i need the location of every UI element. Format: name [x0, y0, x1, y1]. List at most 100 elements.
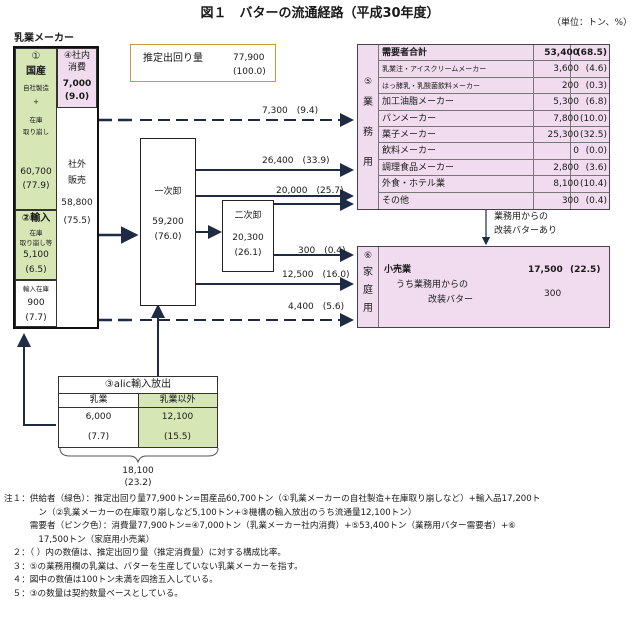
alic-total-value: 18,100 [122, 466, 154, 476]
dairy-maker-label: 乳業メーカー [14, 33, 74, 44]
business-row-value: 5,300 [553, 97, 579, 108]
in-house-label: 消費 [67, 63, 86, 73]
household-vlabel-2: 用 [363, 303, 373, 314]
business-row: 加工油脂メーカー 5,300 (6.8) [379, 94, 609, 111]
business-row-pct: (68.5) [576, 48, 607, 58]
business-row: はっ酵乳・乳酸菌飲料メーカー 200 (0.3) [379, 78, 609, 95]
import-stock-pct: (7.7) [25, 313, 47, 323]
household-sub-value: 300 [544, 289, 562, 299]
domestic-sub1: 自社製造 [23, 84, 49, 92]
domestic-box: ① 国産 自社製造 + 在庫 取り崩し 60,700 (77.9) [15, 48, 57, 210]
primary-pct: (76.0) [154, 232, 182, 242]
estimated-label: 推定出回り量 [143, 53, 203, 64]
household-vlabel-1: 庭 [363, 285, 373, 296]
estimated-box: 推定出回り量 77,900 (100.0) [130, 44, 276, 82]
domestic-num: ① [31, 51, 41, 62]
imported-box: ②輸入 在庫 取り崩し等 5,100 (6.5) [15, 210, 57, 280]
domestic-sub2: 在庫 [29, 116, 43, 124]
business-row-value: 8,100 [553, 179, 579, 190]
business-row-pct: (6.8) [585, 97, 607, 108]
business-vlabel-1: 務 [363, 127, 373, 138]
business-row-value: 300 [561, 195, 579, 206]
business-row-name: はっ酵乳・乳酸菌飲料メーカー [382, 81, 480, 90]
business-row-name: 調理食品メーカー [382, 162, 455, 173]
business-row-pct: (10.0) [579, 113, 607, 124]
flow-label-4: 300 (0.4) [298, 246, 346, 256]
primary-wholesale-box: 一次卸 59,200 (76.0) [140, 138, 196, 306]
business-row-name: 乳業注・アイスクリームメーカー [382, 65, 487, 74]
footnote-line: 注１：供給者（緑色）：推定出回り量77,900トン=国産品60,700トン（①乳… [4, 494, 541, 504]
alic-p2: (15.5) [163, 432, 192, 442]
footnote-line: ２：（ ）内の数値は、推定出回り量（推定消費量）に対する構成比率。 [4, 548, 287, 558]
secondary-value: 20,300 [232, 233, 264, 243]
business-row-name: 加工油脂メーカー [382, 97, 455, 108]
flow-label-5: 12,500 (16.0) [282, 270, 350, 280]
secondary-pct: (26.1) [234, 248, 262, 258]
import-stock-box: 輸入在庫 900 (7.7) [15, 280, 57, 327]
domestic-name: 国産 [26, 66, 46, 77]
household-retail: 小売業 [384, 265, 412, 275]
secondary-wholesale-box: 二次卸 20,300 (26.1) [222, 200, 274, 272]
in-house-value: 7,000 [62, 79, 92, 89]
secondary-label: 二次卸 [234, 211, 262, 221]
alic-total-pct: (23.2) [124, 478, 152, 488]
alic-v1: 6,000 [85, 412, 112, 422]
import-stock-label: 輸入在庫 [23, 285, 49, 293]
imported-num: ②輸入 [21, 213, 51, 224]
domestic-value: 60,700 [20, 167, 52, 177]
domestic-pct: (77.9) [22, 181, 50, 191]
household-retail-value: 17,500 [528, 265, 563, 275]
alic-v2: 12,100 [161, 412, 194, 422]
business-vlabel-0: 業 [363, 97, 373, 108]
alic-box: ③alic輸入放出 乳業 乳業以外 6,000 12,100 (7.7) (15… [58, 376, 218, 448]
business-row-pct: (3.6) [585, 162, 607, 173]
imported-value: 5,100 [23, 250, 49, 260]
estimated-pct: (100.0) [233, 67, 266, 77]
page-title: 図１ バターの流通経路（平成30年度） [200, 6, 440, 21]
business-row-value: 200 [561, 80, 579, 91]
alic-p1: (7.7) [87, 432, 110, 442]
outside-sales-l2: 販売 [67, 176, 86, 186]
in-house-num: ④社内 [63, 51, 91, 61]
repack-note-1: 業務用からの [494, 212, 549, 222]
business-num: ⑤ [363, 77, 373, 87]
alic-col1: 乳業 [89, 395, 108, 405]
household-sub1: うち業務用からの [396, 280, 469, 290]
alic-col2: 乳業以外 [159, 395, 196, 405]
household-use-box: ⑥ 家 庭 用 小売業 17,500 (22.5) うち業務用からの 改装バター… [357, 246, 610, 328]
footnote-line: ３：⑤の業務用欄の乳業は、バターを生産していない乳業メーカーを指す。 [4, 561, 303, 572]
footnote-line: 17,500トン（家庭用小売業） [4, 534, 155, 545]
business-row-pct: (0.3) [585, 80, 607, 91]
business-vlabel-2: 用 [363, 157, 373, 168]
household-vlabel-0: 家 [363, 267, 373, 278]
footnote-line: 需要者（ピンク色）：消費量77,900トン=④7,000トン（乳業メーカー社内消… [4, 521, 516, 531]
business-use-box: ⑤ 業 務 用 需要者合計 53,400(68.5) 乳業注・アイスクリームメーカー… [357, 44, 610, 210]
business-row-value: 53,400 [544, 48, 579, 58]
business-row-pct: (0.4) [585, 195, 607, 206]
business-row-name: 需要者合計 [382, 48, 428, 58]
business-row-value: 25,300 [547, 130, 580, 140]
domestic-sub3: 取り崩し [23, 128, 49, 136]
business-row-value: 7,800 [553, 113, 579, 124]
household-retail-pct: (22.5) [570, 265, 601, 275]
in-house-pct: (9.0) [64, 92, 90, 102]
primary-value: 59,200 [152, 217, 184, 227]
business-row-name: その他 [382, 195, 410, 206]
business-row-name: パンメーカー [382, 113, 437, 124]
flow-label-1: 7,300 (9.4) [262, 106, 319, 116]
imported-pct: (6.5) [25, 265, 47, 275]
outside-sales-l1: 社外 [67, 160, 86, 170]
primary-label: 一次卸 [154, 187, 182, 197]
import-stock-value: 900 [27, 298, 45, 308]
flow-label-3: 20,000 (25.7) [276, 186, 344, 196]
imported-sub2: 取り崩し等 [19, 239, 53, 247]
repack-note-2: 改装バターあり [494, 226, 558, 236]
flow-label-2: 26,400 (33.9) [262, 156, 330, 166]
business-row-value: 0 [573, 146, 579, 157]
